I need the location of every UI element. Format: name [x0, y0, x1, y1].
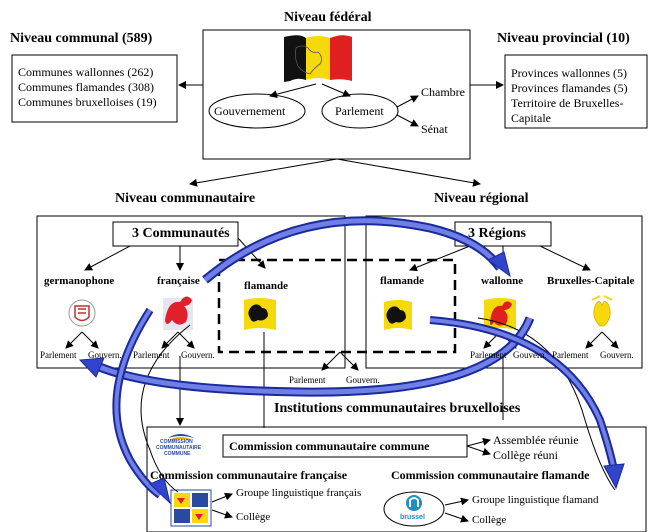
provincial-title: Niveau provincial (10) [497, 31, 630, 46]
blue-arrow-to-vgc [429, 316, 625, 490]
parlement-label-small: Parlement [40, 350, 77, 360]
gouvernement-label: Gouvernement [214, 104, 286, 118]
parlement-label-small: Parlement [470, 350, 507, 360]
provincial-item: Provinces flamandes (5) [511, 81, 628, 95]
cocom-label: Commission communautaire commune [229, 439, 430, 453]
cocom-logo-text: COMMUNE [164, 451, 191, 457]
region-wallonne: wallonne [481, 275, 524, 287]
brussel-vgc-logo-icon [383, 491, 445, 527]
gouvern-label-small: Gouvern. [181, 350, 215, 360]
communal-item: Communes bruxelloises (19) [18, 95, 157, 109]
cocof-logo-icon [170, 489, 212, 527]
college-reuni-label: Collège réuni [493, 448, 558, 462]
communities-title-box [112, 221, 239, 247]
communal-item: Communes flamandes (308) [18, 80, 154, 94]
brussels-institutions-title: Institutions communautaires bruxelloises [274, 401, 521, 416]
community-germanophone: germanophone [44, 275, 115, 287]
gouvernement-ellipse [208, 93, 306, 129]
region-bruxelles-capitale: Bruxelles-Capitale [547, 275, 635, 287]
communities-box-title: 3 Communautés [132, 226, 230, 241]
gouvern-label-small: Gouvern. [600, 350, 634, 360]
assemblee-reunie-label: Assemblée réunie [493, 433, 579, 447]
provincial-item: Territoire de Bruxelles- [511, 96, 624, 110]
germanophone-emblem-icon [68, 299, 96, 327]
vgc-label: Commission communautaire flamande [391, 468, 590, 482]
communities-box [36, 215, 346, 369]
walloon-rooster-flag-icon [484, 298, 516, 330]
brussel-logo-text: brussel [400, 514, 425, 521]
cocom-logo-icon [168, 434, 194, 441]
parlement-ellipse [321, 93, 399, 129]
provincial-item: Provinces wallonnes (5) [511, 66, 627, 80]
community-flamande: flamande [244, 280, 288, 292]
gouvern-label-small: Gouvern. [513, 350, 547, 360]
flemish-region-lion-flag-icon [384, 300, 412, 330]
college-nl-label: Collège [472, 514, 507, 526]
community-francaise: française [157, 275, 200, 287]
belgian-flag-icon [284, 35, 352, 82]
blue-arrow-to-cocof [112, 307, 171, 505]
parlement-label-small: Parlement [133, 350, 170, 360]
cocom-logo-text: COMMISSION [160, 439, 193, 445]
parlement-label-small: Parlement [552, 350, 589, 360]
parlement-label-small: Parlement [289, 375, 326, 385]
regional-title: Niveau régional [434, 191, 529, 206]
senat-label: Sénat [421, 122, 448, 136]
communautaire-title: Niveau communautaire [115, 191, 256, 206]
blue-arrow-community-to-region [202, 216, 511, 284]
regions-box-title: 3 Régions [468, 226, 526, 241]
provincial-box [504, 54, 648, 129]
groupe-nl-label: Groupe linguistique flamand [472, 494, 599, 506]
regions-box [365, 215, 643, 369]
provincial-item: Capitale [511, 111, 551, 125]
blue-arrow-region-to-community [78, 316, 535, 397]
cocof-label: Commission communautaire française [150, 468, 348, 482]
flemish-lion-flag-icon [244, 298, 276, 330]
chambre-label: Chambre [421, 85, 465, 99]
flemish-merged-dashed-box [217, 258, 457, 354]
cocom-logo-text: COMMUNAUTAIRE [156, 445, 201, 451]
rooster-french-community-icon [163, 296, 193, 330]
college-fr-label: Collège [236, 511, 271, 523]
groupe-fr-label: Groupe linguistique français [236, 487, 362, 499]
communal-box [11, 54, 178, 123]
gouvern-label-small: Gouvern. [346, 375, 380, 385]
communal-item: Communes wallonnes (262) [18, 65, 154, 79]
parlement-label: Parlement [335, 104, 384, 118]
federal-title: Niveau fédéral [284, 10, 372, 25]
communal-title: Niveau communal (589) [10, 31, 153, 46]
gouvern-label-small: Gouvern. [88, 350, 122, 360]
brussels-iris-icon [591, 295, 613, 327]
region-flamande: flamande [380, 275, 424, 287]
